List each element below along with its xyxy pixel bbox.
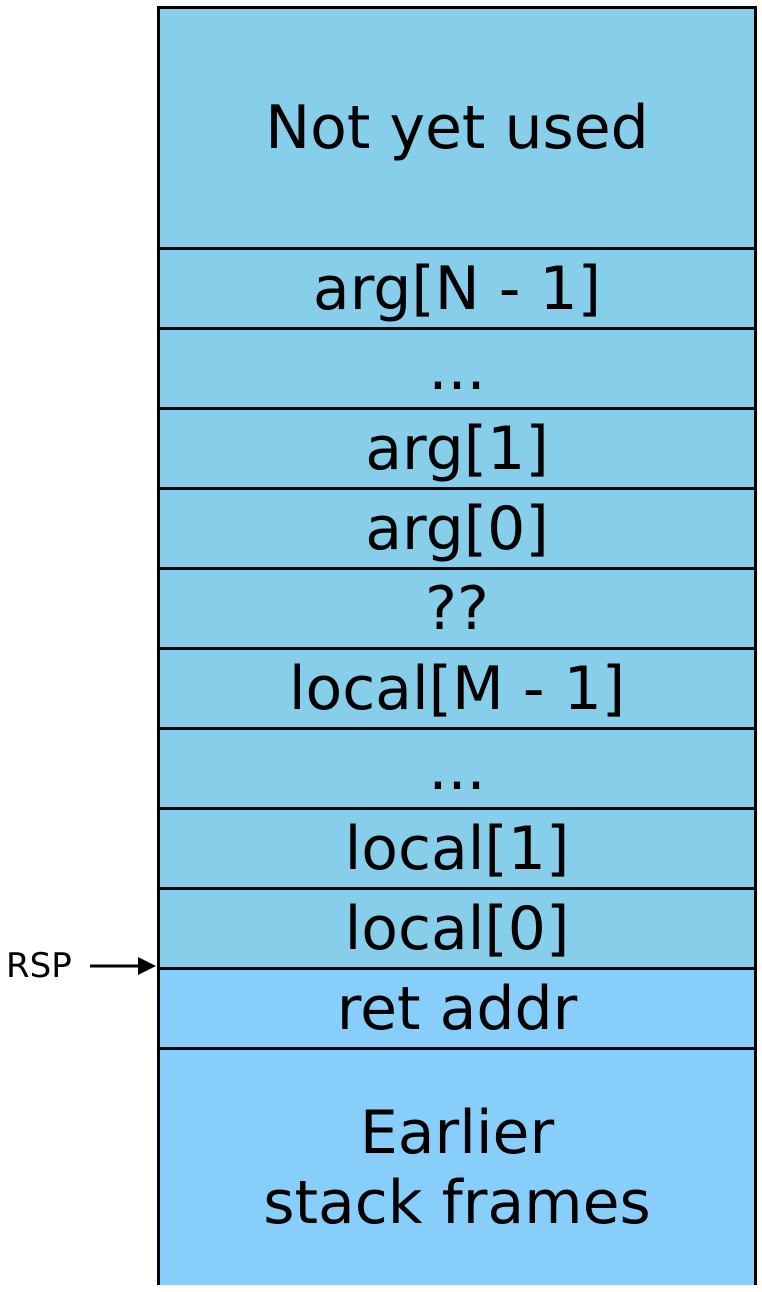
stack-cell-earlier-frames: Earlier stack frames (160, 1050, 754, 1285)
stack-cell-local-0: local[0] (160, 890, 754, 967)
stack-divider (160, 327, 754, 330)
stack-divider (160, 247, 754, 250)
stack-divider (160, 487, 754, 490)
stack-divider (160, 1047, 754, 1050)
stack-cell-ret-addr: ret addr (160, 970, 754, 1047)
rsp-arrow-icon (90, 957, 156, 975)
rsp-label: RSP (6, 946, 72, 986)
stack-divider (160, 407, 754, 410)
stack-divider (160, 887, 754, 890)
stack-cell-args-ellipsis: ... (160, 330, 754, 407)
stack-cell-arg-0: arg[0] (160, 490, 754, 567)
stack-cell-not-yet-used: Not yet used (160, 9, 754, 247)
stack-divider (160, 727, 754, 730)
stack-divider (160, 807, 754, 810)
stack-divider (160, 967, 754, 970)
stack-divider (160, 567, 754, 570)
stack-cell-local-m-minus-1: local[M - 1] (160, 650, 754, 727)
stack-cell-arg-n-minus-1: arg[N - 1] (160, 250, 754, 327)
stack-diagram: Not yet used arg[N - 1] ... arg[1] arg[0… (157, 6, 757, 1285)
stack-cell-local-1: local[1] (160, 810, 754, 887)
stack-divider (160, 647, 754, 650)
stack-cell-unknown: ?? (160, 570, 754, 647)
stack-cell-locals-ellipsis: ... (160, 730, 754, 807)
stack-cell-arg-1: arg[1] (160, 410, 754, 487)
